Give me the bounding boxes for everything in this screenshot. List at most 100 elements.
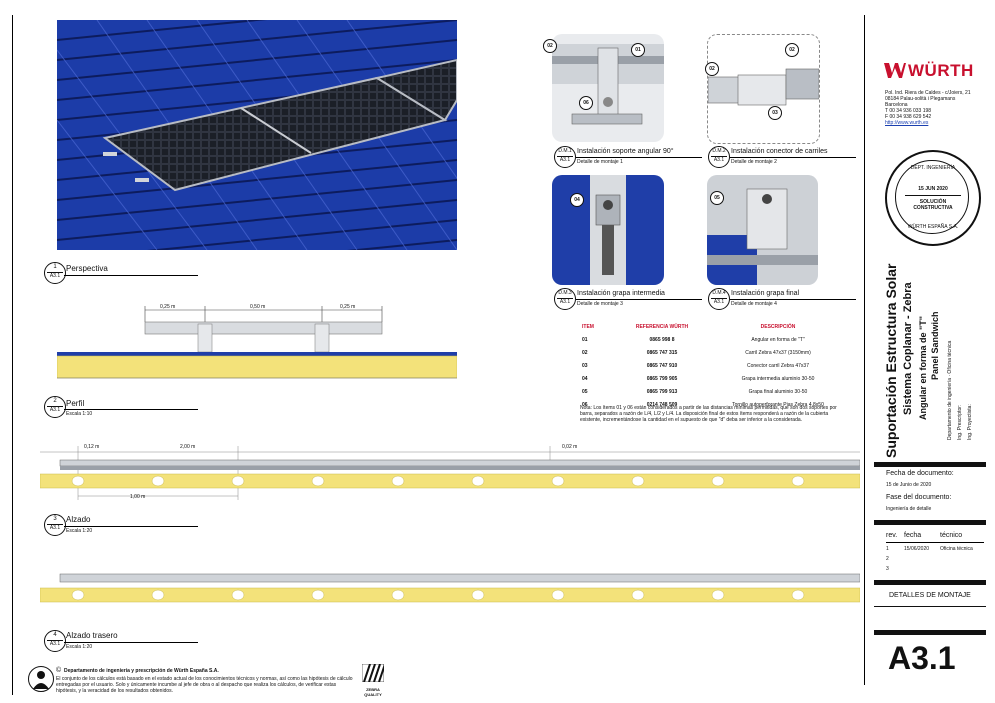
footer-disclaimer: El conjunto de los cálculos está basado …: [56, 676, 353, 694]
project-title-4: Panel Sandwich: [930, 311, 940, 380]
revision-row: 2: [886, 556, 889, 562]
title-block-border: [864, 15, 865, 685]
view-label-alzado: 3 A3.1: [44, 514, 66, 536]
detail-image-dm4: [707, 175, 818, 285]
detail-title: Instalación grapa final: [731, 290, 800, 297]
detail-image-dm2: [707, 34, 820, 144]
table-header: ITEM REFERENCIA WÜRTH DESCRIPCIÓN: [578, 320, 846, 333]
project-title-1: Suportación Estructura Solar: [883, 263, 899, 458]
detail-title: Instalación conector de carriles: [731, 148, 828, 155]
project-prescriptor: Ing. Prescriptor:: [957, 404, 963, 440]
perspective-view: [57, 20, 457, 250]
detail-title: Instalación soporte angular 90°: [577, 148, 674, 155]
dim-perfil-left: 0,25 m: [160, 304, 176, 310]
callout-dm3-04: 04: [570, 193, 584, 207]
dim-alzado-span: 2,00 m: [180, 444, 196, 450]
view-label-perspectiva: 1 A3.1: [44, 262, 66, 284]
thick-divider: [874, 520, 986, 525]
detail-subtitle: Detalle de montaje 3: [577, 301, 623, 307]
detail-title: Instalación grapa intermedia: [577, 290, 665, 297]
divider: [730, 157, 856, 158]
callout-dm2-02-left: 02: [705, 62, 719, 76]
dim-alzado-support: 1,00 m: [130, 494, 146, 500]
solar-roof-illustration: [57, 20, 457, 250]
project-department: Departamento de ingeniería · Oficina téc…: [947, 340, 953, 440]
project-title-3: Angular en forma de "T": [918, 315, 928, 420]
view-scale-perfil: Escala 1:10: [66, 411, 93, 417]
stamp-date: 15 JUN 2020: [918, 186, 948, 192]
doc-phase-value: Ingeniería de detalle: [886, 506, 932, 512]
zebra-stripes-icon: [361, 663, 386, 683]
divider: [730, 299, 856, 300]
wurth-wordmark: WÜRTH: [908, 61, 974, 80]
thick-divider: [874, 630, 986, 635]
doc-date-value: 15 de Junio de 2020: [886, 482, 932, 488]
project-title-2: Sistema Coplanar - Zebra: [902, 282, 914, 415]
callout-dm4-05: 05: [710, 191, 724, 205]
doc-date-label: Fecha de documento:: [886, 470, 954, 477]
revision-row: 3: [886, 566, 889, 572]
thick-divider: [874, 462, 986, 467]
company-address: Pol. Ind. Riera de Caldes - c/Joiers, 21…: [885, 90, 971, 126]
detail-image-dm1: [552, 34, 664, 142]
detail-subtitle: Detalle de montaje 2: [731, 159, 777, 165]
sheet-number: A3.1: [888, 640, 956, 676]
revisions-table: rev. fecha técnico 1 15/06/2020 Oficina …: [886, 532, 986, 572]
view-scale-alzado-trasero: Escala 1:20: [66, 644, 93, 650]
stamp-top-text: DEPT. INGENIERÍA: [910, 165, 956, 171]
alzado-drawing: [40, 446, 860, 500]
stamp-inner-ring: [895, 160, 969, 234]
view-title-perfil: Perfil: [66, 399, 85, 408]
col-item: ITEM: [582, 323, 594, 330]
callout-dm1-02: 02: [543, 39, 557, 53]
stamp-line2: CONSTRUCTIVA: [913, 205, 953, 211]
dim-perfil-right: 0,25 m: [340, 304, 356, 310]
detail-subtitle: Detalle de montaje 4: [731, 301, 777, 307]
doc-phase-label: Fase del documento:: [886, 494, 952, 501]
left-border: [12, 15, 13, 695]
wurth-logo: WÜRTH: [884, 60, 979, 80]
col-description: DESCRIPCIÓN: [760, 323, 796, 330]
callout-dm2-02-right: 02: [785, 43, 799, 57]
sheet-title: DETALLES DE MONTAJE: [889, 592, 971, 599]
view-title-alzado-trasero: Alzado trasero: [66, 631, 118, 640]
stamp-line1: SOLUCIÓN: [919, 199, 947, 205]
approval-stamp: DEPT. INGENIERÍA 15 JUN 2020 SOLUCIÓN CO…: [885, 150, 981, 246]
callout-dm1-06: 06: [579, 96, 593, 110]
divider: [874, 606, 986, 607]
copyright-icon: ©: [56, 667, 62, 674]
divider: [64, 275, 198, 276]
items-note: Nota: Los ítems 01 y 06 están considerad…: [580, 405, 837, 423]
dim-alzado-right: 0,02 m: [562, 444, 578, 450]
callout-dm2-03: 03: [768, 106, 782, 120]
revision-row: 1 15/06/2020 Oficina técnica: [886, 546, 973, 552]
detail-subtitle: Detalle de montaje 1: [577, 159, 623, 165]
divider: [64, 526, 198, 527]
stamp-bottom-text: WÜRTH ESPAÑA S.A.: [907, 224, 959, 230]
dim-alzado-left: 0,12 m: [84, 444, 100, 450]
alzado-trasero-drawing: [40, 573, 860, 603]
divider: [64, 409, 198, 410]
col-reference: REFERENCIA WÜRTH: [635, 323, 689, 330]
footer-heading: Departamento de ingeniería y prescripció…: [64, 668, 219, 674]
view-title-alzado: Alzado: [66, 515, 91, 524]
perfil-drawing: [57, 306, 457, 379]
engineer-icon: [28, 666, 54, 692]
divider: [576, 299, 702, 300]
dim-perfil-center: 0,50 m: [250, 304, 266, 310]
view-label-alzado-trasero: 4 A3.1: [44, 630, 66, 652]
wurth-emblem-icon: [884, 63, 906, 78]
project-proyectista: Ing. Proyectista:: [967, 404, 973, 440]
view-scale-alzado: Escala 1:20: [66, 528, 93, 534]
thick-divider: [874, 580, 986, 585]
